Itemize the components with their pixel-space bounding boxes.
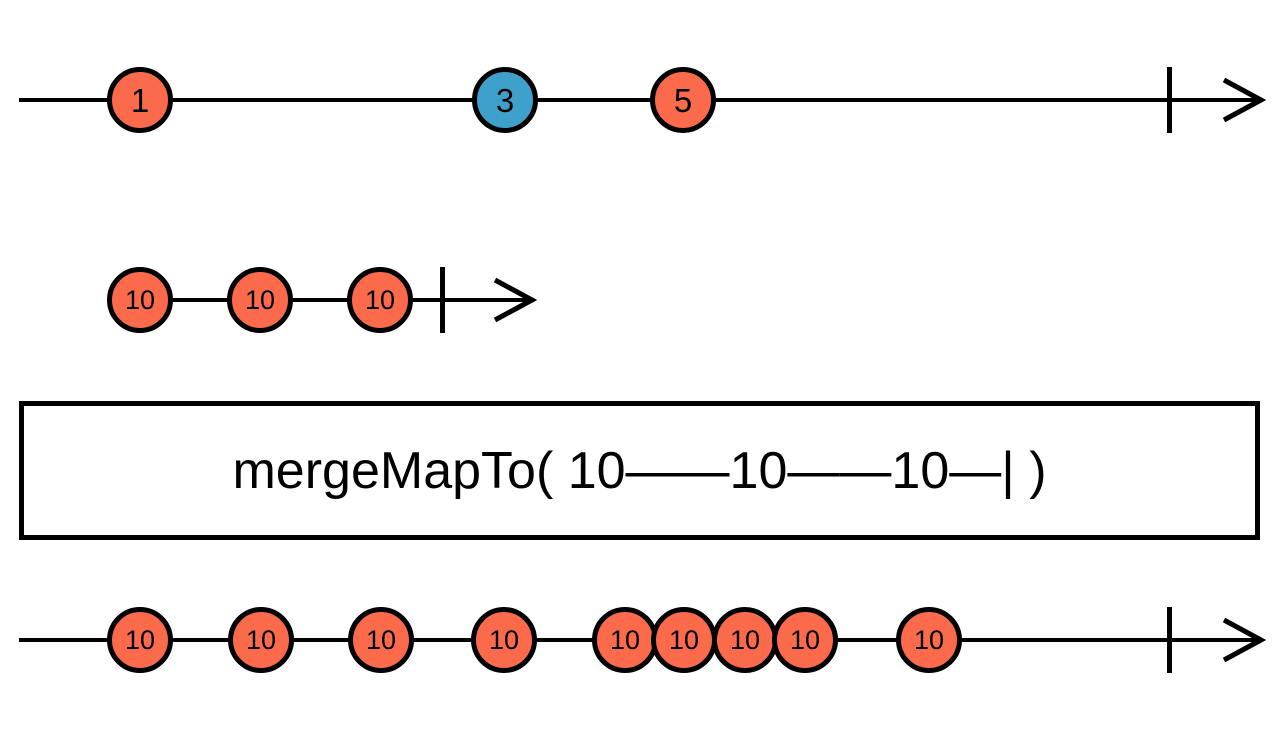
- operator-label: mergeMapTo( 10——10——10—| ): [232, 441, 1047, 500]
- timeline-line: [109, 298, 533, 302]
- marble-label: 3: [495, 81, 515, 119]
- marble-label: 10: [364, 284, 396, 315]
- marble-label: 10: [244, 284, 276, 315]
- marble-1[interactable]: 1: [107, 67, 173, 133]
- marble-label: 10: [913, 624, 945, 655]
- marble-10: 10: [772, 607, 838, 673]
- timeline-arrow-icon: [1222, 617, 1267, 663]
- timeline-line: [19, 98, 1262, 102]
- marble-label: 10: [609, 624, 641, 655]
- complete-bar: [1167, 67, 1172, 133]
- marble-10: 10: [651, 607, 717, 673]
- timeline-arrow-icon: [1222, 77, 1267, 123]
- complete-bar: [440, 267, 445, 333]
- marble-10: 10: [107, 607, 173, 673]
- marble-label: 10: [365, 624, 397, 655]
- marble-5[interactable]: 5: [650, 67, 716, 133]
- marble-label: 10: [124, 284, 156, 315]
- marble-10: 10: [712, 607, 778, 673]
- timeline-arrow-icon: [493, 277, 538, 323]
- marble-10[interactable]: 10: [107, 267, 173, 333]
- marble-label: 10: [245, 624, 277, 655]
- marble-10: 10: [348, 607, 414, 673]
- marble-10[interactable]: 10: [347, 267, 413, 333]
- marble-label: 5: [673, 81, 693, 119]
- marble-10: 10: [471, 607, 537, 673]
- marble-label: 10: [668, 624, 700, 655]
- marble-10: 10: [228, 607, 294, 673]
- marble-label: 10: [488, 624, 520, 655]
- marble-label: 10: [729, 624, 761, 655]
- marble-10: 10: [896, 607, 962, 673]
- marble-label: 10: [789, 624, 821, 655]
- complete-bar: [1167, 607, 1172, 673]
- operator-box: mergeMapTo( 10——10——10—| ): [19, 401, 1260, 540]
- marble-label: 1: [130, 81, 150, 119]
- marble-10[interactable]: 10: [227, 267, 293, 333]
- marble-label: 10: [124, 624, 156, 655]
- marble-3[interactable]: 3: [472, 67, 538, 133]
- marble-10: 10: [592, 607, 658, 673]
